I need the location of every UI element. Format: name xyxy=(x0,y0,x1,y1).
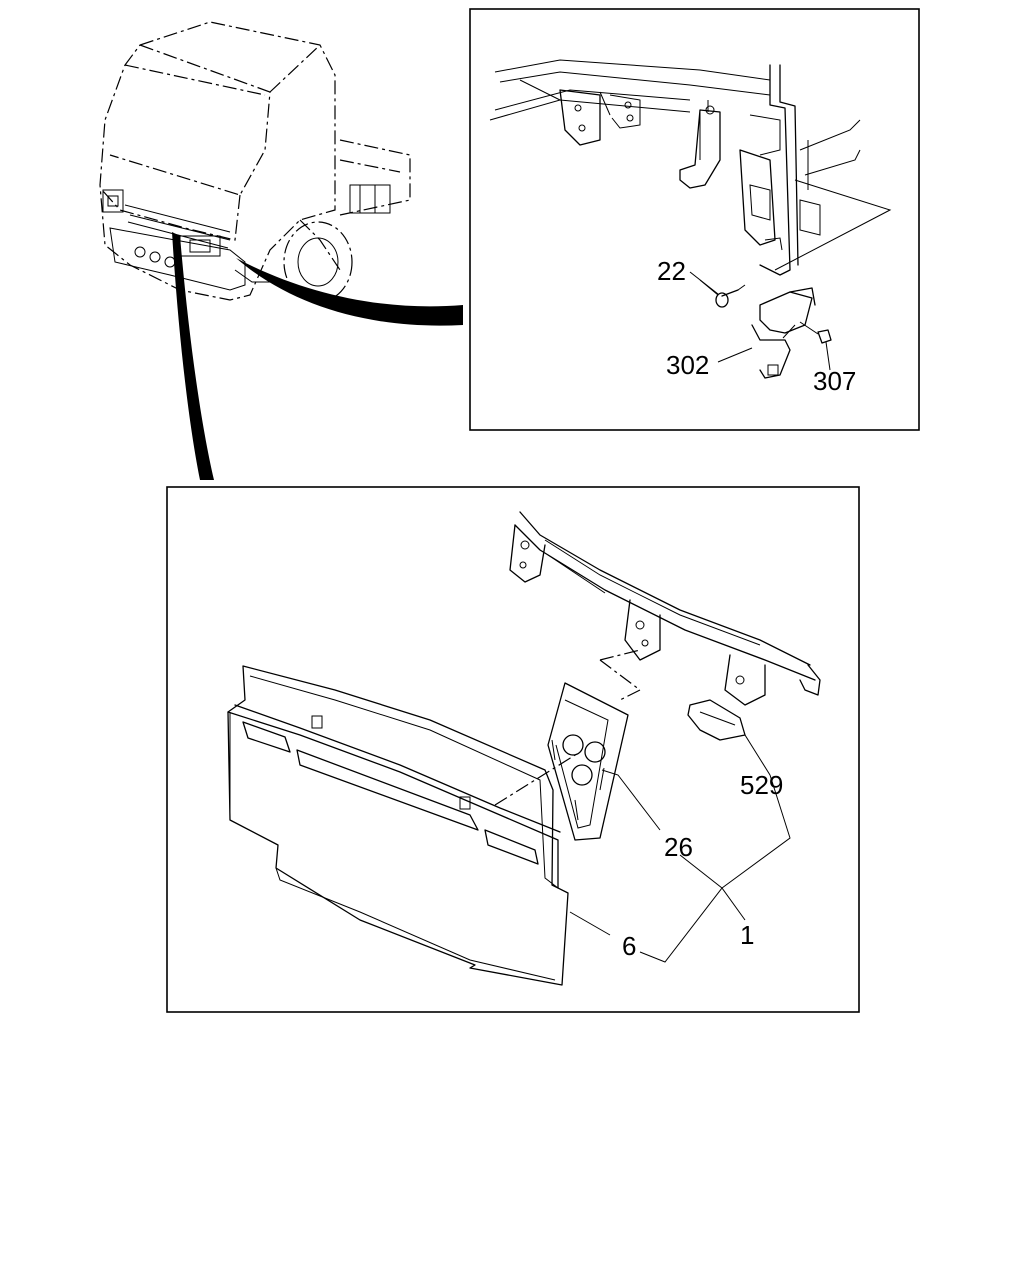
nut-307 xyxy=(799,321,832,344)
bracket-302 xyxy=(751,287,816,379)
truck-overview xyxy=(99,21,463,480)
callout-22: 22 xyxy=(657,256,686,286)
callout-529: 529 xyxy=(740,770,783,800)
callout-6: 6 xyxy=(622,931,636,961)
callout-307: 307 xyxy=(813,366,856,396)
callout-302: 302 xyxy=(666,350,709,380)
cross-member xyxy=(509,511,821,706)
mount-detail-view: 22 302 307 xyxy=(469,8,920,431)
front-panel-frame xyxy=(166,486,860,1013)
bolt-22 xyxy=(715,284,746,308)
leader-to-mount-view xyxy=(236,258,463,326)
leader-to-panel-view xyxy=(172,232,214,480)
callout-26: 26 xyxy=(664,832,693,862)
stay-26 xyxy=(547,682,629,841)
mount-detail-frame xyxy=(469,8,920,431)
callout-1: 1 xyxy=(740,920,754,950)
part-529 xyxy=(687,699,771,776)
front-panel-view: 529 26 1 6 xyxy=(166,486,860,1013)
front-panel-6 xyxy=(227,665,569,986)
